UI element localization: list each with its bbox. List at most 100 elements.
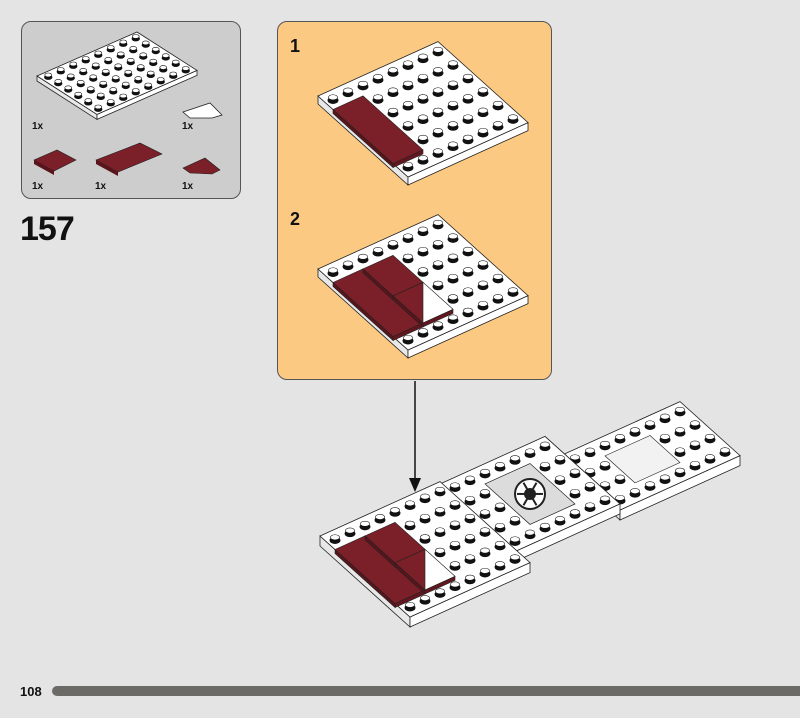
stud — [358, 253, 368, 260]
stud — [540, 441, 550, 448]
white-triangle-tile-part — [182, 102, 223, 119]
stud — [555, 455, 565, 461]
stud — [480, 547, 490, 554]
dark-red-tile-2x4 — [332, 95, 424, 164]
stud — [159, 65, 168, 70]
stud — [69, 61, 78, 67]
stud — [585, 447, 595, 454]
stud — [525, 529, 535, 536]
stud — [508, 287, 518, 294]
stud — [343, 260, 353, 267]
stud — [418, 226, 428, 233]
republic-emblem-icon — [522, 482, 531, 495]
stud — [433, 128, 443, 134]
stud — [418, 246, 428, 253]
stud — [433, 107, 443, 114]
stud — [157, 77, 165, 82]
stud — [675, 467, 685, 474]
stud — [433, 219, 443, 226]
stud — [478, 280, 488, 287]
stud — [109, 87, 118, 92]
stud — [403, 101, 413, 107]
stud — [495, 540, 505, 547]
stud — [480, 567, 490, 574]
stud — [450, 500, 460, 507]
stud — [448, 233, 458, 240]
stud — [102, 69, 110, 74]
stud — [403, 80, 413, 87]
stud — [540, 522, 550, 529]
stud — [448, 80, 458, 87]
part-qty: 1x — [95, 181, 107, 192]
stud — [630, 427, 640, 434]
stud — [660, 433, 670, 440]
stud — [645, 420, 655, 427]
stud — [448, 60, 458, 67]
stud — [403, 161, 413, 168]
stud — [67, 73, 75, 79]
stud — [570, 468, 580, 475]
stud — [690, 440, 700, 447]
stud — [463, 267, 473, 273]
stud — [82, 56, 90, 61]
stud — [89, 74, 98, 80]
stud — [119, 39, 128, 45]
stud — [420, 534, 430, 541]
stud — [675, 406, 685, 413]
dark-red-triangle-tile-part — [182, 157, 221, 175]
stud — [495, 462, 505, 468]
republic-emblem-icon — [529, 493, 538, 506]
stud — [465, 554, 475, 561]
stud — [705, 433, 715, 440]
stud — [345, 527, 355, 534]
stud — [79, 68, 88, 73]
stud — [478, 300, 488, 307]
stud — [463, 134, 473, 141]
stud — [448, 273, 458, 280]
stud — [600, 461, 610, 467]
stud — [405, 520, 415, 527]
stud — [360, 520, 370, 527]
stud — [94, 50, 103, 56]
stud — [495, 522, 505, 529]
dark-red-tile-2x2-side — [34, 160, 54, 175]
stud — [433, 46, 443, 53]
stud — [463, 73, 473, 80]
stud — [450, 561, 460, 568]
stud — [433, 280, 443, 287]
stud — [450, 581, 460, 588]
stud — [420, 493, 430, 500]
stud — [435, 547, 445, 554]
page-number: 108 — [20, 684, 42, 699]
stud — [144, 82, 153, 88]
stud — [343, 87, 353, 94]
stud — [720, 447, 730, 454]
republic-emblem-icon — [522, 493, 531, 506]
step-number: 157 — [20, 210, 75, 248]
stud — [328, 267, 338, 274]
stud — [480, 509, 490, 516]
stud — [117, 51, 125, 57]
stud — [435, 507, 445, 513]
stud — [600, 495, 610, 502]
stud — [690, 460, 700, 467]
stud — [388, 240, 398, 247]
stud — [405, 601, 415, 608]
stud — [615, 494, 625, 501]
stud — [420, 513, 430, 520]
stud — [448, 253, 458, 260]
stud — [390, 507, 400, 514]
stud — [403, 253, 413, 260]
stud — [478, 87, 488, 94]
stud — [84, 98, 93, 103]
stud — [465, 495, 475, 502]
republic-emblem-icon — [529, 482, 538, 495]
stud — [450, 520, 460, 527]
arrow-head — [409, 478, 421, 492]
stud — [660, 474, 670, 481]
stud — [124, 69, 133, 75]
stud — [122, 81, 130, 87]
stud — [448, 294, 458, 301]
stud — [97, 92, 105, 98]
stud — [119, 93, 128, 99]
